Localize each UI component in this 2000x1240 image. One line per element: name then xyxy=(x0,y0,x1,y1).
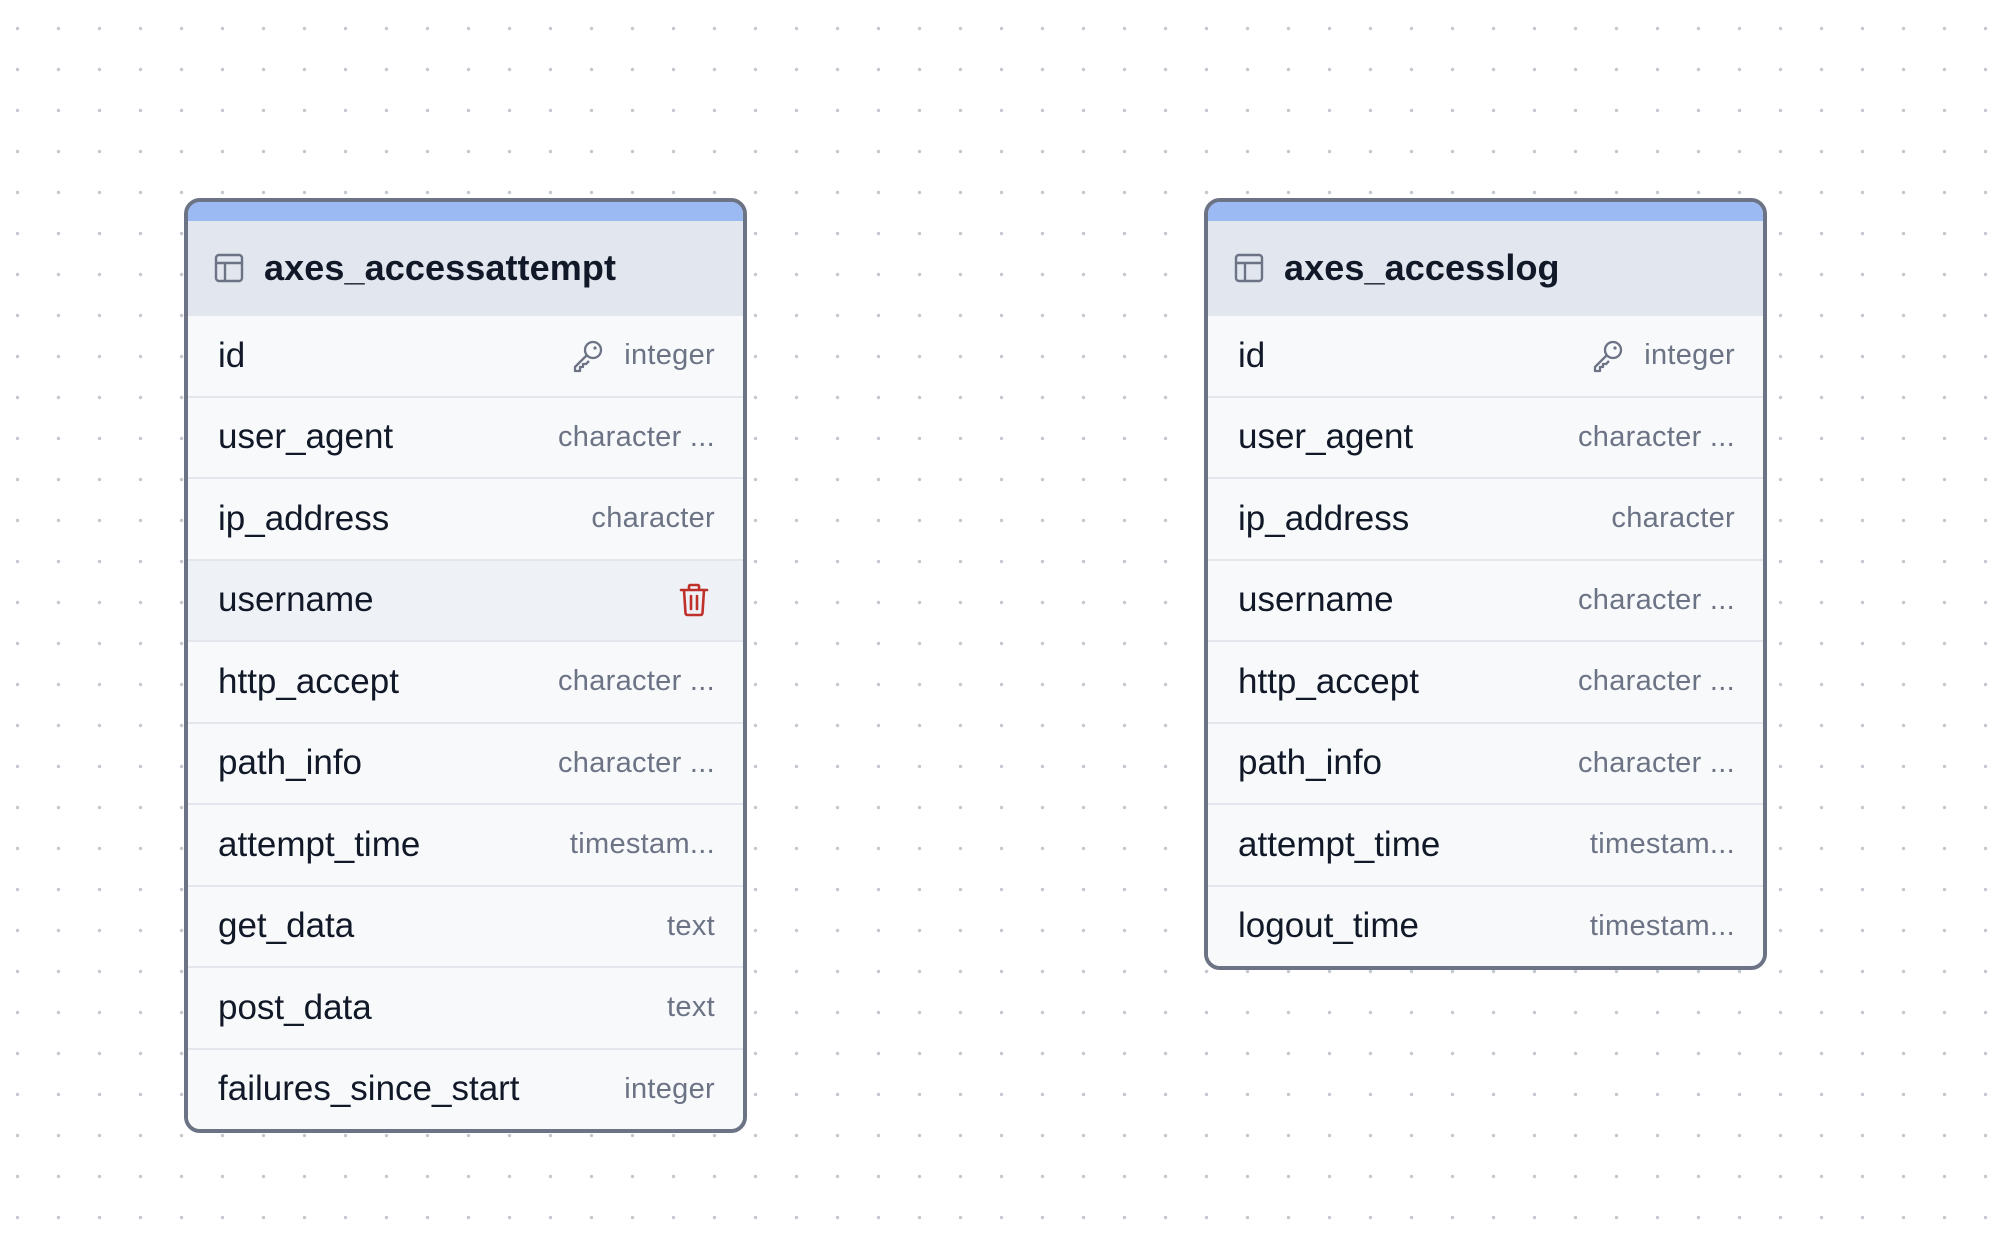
column-row-user-agent[interactable]: user_agent character ... xyxy=(1208,395,1763,477)
trash-icon[interactable] xyxy=(677,582,711,618)
primary-key-icon xyxy=(570,338,606,374)
column-type: timestam... xyxy=(569,828,715,861)
column-type: character ... xyxy=(557,420,715,453)
column-row-path-info[interactable]: path_info character ... xyxy=(188,721,743,803)
table-accent-bar xyxy=(188,202,743,221)
column-name: username xyxy=(1238,580,1394,620)
column-name: username xyxy=(218,580,374,620)
column-name: http_accept xyxy=(1238,661,1419,701)
column-type: character xyxy=(1611,502,1735,535)
column-name: user_agent xyxy=(1238,417,1414,457)
table-header[interactable]: axes_accesslog xyxy=(1208,221,1763,314)
primary-key-icon xyxy=(1590,338,1626,374)
column-type: timestam... xyxy=(1589,828,1735,861)
column-row-http-accept[interactable]: http_accept character ... xyxy=(1208,640,1763,722)
column-type: character ... xyxy=(557,746,715,779)
table-title: axes_accessattempt xyxy=(264,246,617,288)
column-row-get-data[interactable]: get_data text xyxy=(188,884,743,966)
table-node-axes-accessattempt[interactable]: axes_accessattempt id integer user_agent… xyxy=(184,198,747,1133)
column-type: integer xyxy=(624,1072,715,1105)
column-row-ip-address[interactable]: ip_address character xyxy=(188,477,743,559)
column-type: character ... xyxy=(1577,420,1735,453)
column-type: text xyxy=(667,909,715,942)
column-type: character ... xyxy=(1577,665,1735,698)
column-name: get_data xyxy=(218,906,355,946)
column-name: path_info xyxy=(1238,743,1383,783)
column-row-attempt-time[interactable]: attempt_time timestam... xyxy=(1208,803,1763,885)
column-row-id[interactable]: id integer xyxy=(1208,314,1763,396)
column-type: character ... xyxy=(1577,583,1735,616)
table-icon xyxy=(1234,253,1264,283)
column-name: post_data xyxy=(218,987,372,1027)
column-name: id xyxy=(1238,335,1266,375)
column-name: path_info xyxy=(218,743,363,783)
column-type: timestam... xyxy=(1589,909,1735,942)
table-accent-bar xyxy=(1208,202,1763,221)
column-row-path-info[interactable]: path_info character ... xyxy=(1208,721,1763,803)
column-row-attempt-time[interactable]: attempt_time timestam... xyxy=(188,803,743,885)
column-row-http-accept[interactable]: http_accept character ... xyxy=(188,640,743,722)
column-type: character ... xyxy=(557,665,715,698)
column-name: http_accept xyxy=(218,661,399,701)
column-row-ip-address[interactable]: ip_address character xyxy=(1208,477,1763,559)
table-title: axes_accesslog xyxy=(1284,246,1560,288)
table-node-axes-accesslog[interactable]: axes_accesslog id integer user_agent cha… xyxy=(1204,198,1767,970)
column-name: ip_address xyxy=(218,498,390,538)
column-row-user-agent[interactable]: user_agent character ... xyxy=(188,395,743,477)
column-type: text xyxy=(667,991,715,1024)
column-name: failures_since_start xyxy=(218,1069,520,1109)
column-type: integer xyxy=(624,339,715,372)
column-type: character xyxy=(591,502,715,535)
table-header[interactable]: axes_accessattempt xyxy=(188,221,743,314)
column-name: attempt_time xyxy=(218,824,421,864)
column-name: id xyxy=(218,335,246,375)
column-name: attempt_time xyxy=(1238,824,1441,864)
column-type: character ... xyxy=(1577,746,1735,779)
column-row-post-data[interactable]: post_data text xyxy=(188,966,743,1048)
table-icon xyxy=(214,253,244,283)
column-row-failures-since-start[interactable]: failures_since_start integer xyxy=(188,1047,743,1129)
column-row-username[interactable]: username xyxy=(188,558,743,640)
column-type: integer xyxy=(1644,339,1735,372)
column-row-id[interactable]: id integer xyxy=(188,314,743,396)
column-row-username[interactable]: username character ... xyxy=(1208,558,1763,640)
column-row-logout-time[interactable]: logout_time timestam... xyxy=(1208,884,1763,966)
column-name: logout_time xyxy=(1238,906,1419,946)
column-name: ip_address xyxy=(1238,498,1410,538)
column-name: user_agent xyxy=(218,417,394,457)
